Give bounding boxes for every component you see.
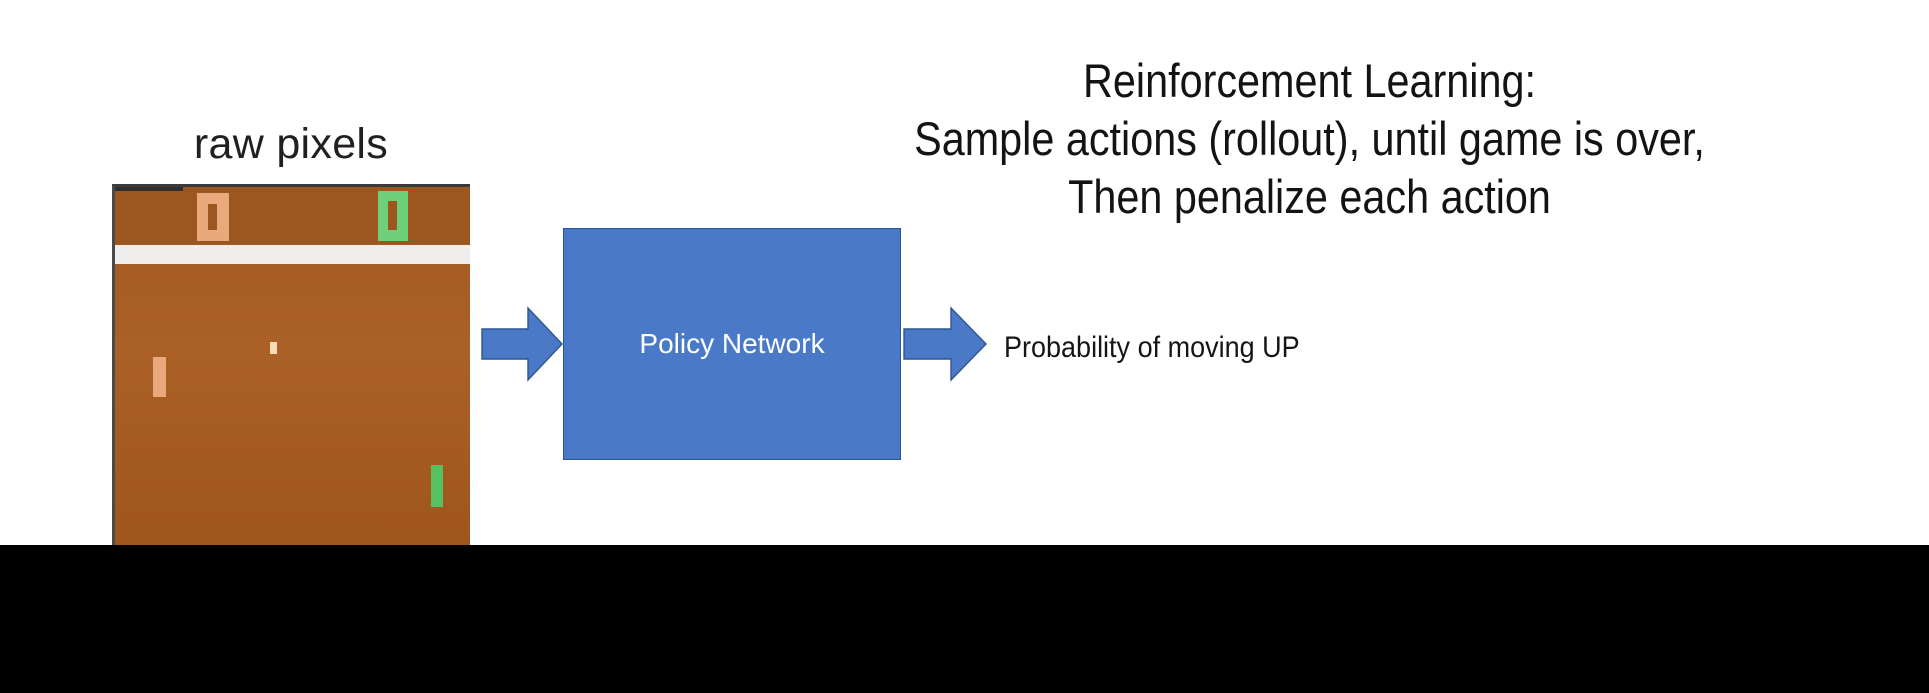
output-probability-label: Probability of moving UP <box>1004 331 1300 364</box>
score-digit-right <box>378 191 408 241</box>
pong-ball <box>270 342 277 354</box>
pong-game-frame <box>112 184 470 546</box>
score-digit-left <box>197 193 229 241</box>
pong-divider-bar <box>115 245 470 264</box>
heading-line-3: Then penalize each action <box>1068 170 1551 223</box>
heading-line-2: Sample actions (rollout), until game is … <box>914 112 1705 165</box>
raw-pixels-caption: raw pixels <box>193 120 389 168</box>
heading-block: Reinforcement Learning: Sample actions (… <box>690 52 1929 226</box>
slide-bottom-bar <box>0 545 1929 693</box>
heading-line-1: Reinforcement Learning: <box>1083 54 1536 107</box>
policy-network-box[interactable]: Policy Network <box>563 228 901 460</box>
pong-top-edge-marker <box>115 187 183 191</box>
policy-network-label: Policy Network <box>639 328 825 359</box>
pong-scoreboard <box>115 187 470 244</box>
right-arrow-icon-output <box>903 306 987 382</box>
right-arrow-icon-input <box>481 306 563 382</box>
pong-paddle-left <box>153 357 166 397</box>
pong-paddle-right <box>431 465 443 507</box>
